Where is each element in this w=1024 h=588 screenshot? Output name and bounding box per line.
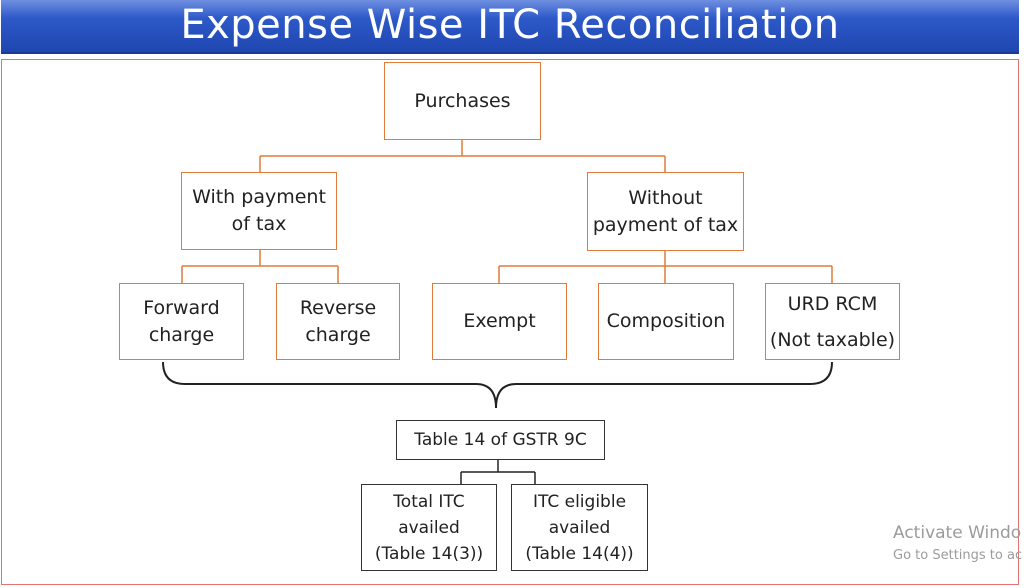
curly-brace bbox=[162, 361, 833, 409]
diagram-frame bbox=[1, 59, 1019, 585]
node-itc-eligible-availed: ITC eligible availed (Table 14(4)) bbox=[511, 484, 648, 571]
node-forward-charge: Forward charge bbox=[119, 283, 244, 360]
node-total-itc-availed: Total ITC availed (Table 14(3)) bbox=[361, 484, 497, 571]
node-urd-rcm: URD RCM (Not taxable) bbox=[765, 283, 900, 360]
node-purchases: Purchases bbox=[384, 62, 541, 140]
node-table-14-gstr-9c: Table 14 of GSTR 9C bbox=[396, 420, 605, 460]
node-with-payment-of-tax: With payment of tax bbox=[181, 172, 337, 250]
watermark-go-to-settings: Go to Settings to ac bbox=[893, 548, 1023, 563]
page-title: Expense Wise ITC Reconciliation bbox=[1, 0, 1019, 54]
node-reverse-charge: Reverse charge bbox=[276, 283, 400, 360]
node-composition: Composition bbox=[598, 283, 734, 360]
node-exempt: Exempt bbox=[432, 283, 567, 360]
node-without-payment-of-tax: Without payment of tax bbox=[587, 172, 744, 251]
watermark-activate-windows: Activate Windo bbox=[893, 523, 1022, 543]
